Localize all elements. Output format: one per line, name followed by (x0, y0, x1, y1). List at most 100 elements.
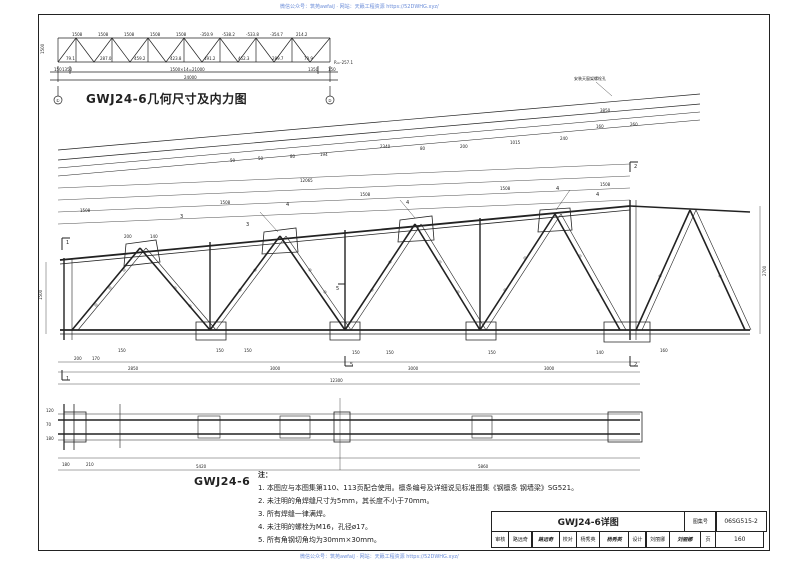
top-dim-4: 50 (230, 158, 236, 163)
section-mark-3a: 3 (180, 214, 183, 220)
upper-dim-1: 1508 (80, 208, 91, 213)
small-support-2: ② (328, 98, 332, 103)
upper-dim-3: 1508 (360, 192, 371, 197)
tb-label-review: 审核 (491, 531, 510, 549)
small-reaction: R=-257.1 (334, 60, 353, 65)
member-dim-1: 200 (124, 234, 132, 239)
small-top-force-3: 1508 (124, 32, 135, 37)
bottom-dim-total: 12300 (330, 378, 343, 383)
section-mark-3b: 3 (246, 222, 249, 228)
small-bottom-force-5: 491.2 (204, 56, 216, 61)
plan-dim-3: 5420 (196, 464, 207, 469)
watermark-bottom: 微信公众号：筑苑awfaiJ · 网站：天籁工程资源 https://52DWH… (300, 554, 459, 560)
bottom-chord-plan (58, 398, 643, 471)
top-dim-8: 80 (420, 146, 426, 151)
tb-designer: 刘丽娜 (645, 531, 670, 549)
small-top-force-5: 1508 (176, 32, 187, 37)
bottom-dim-6: 170 (92, 356, 100, 361)
note-2: 2. 未注明的角焊缝尺寸为5mm，其长度不小于70mm。 (258, 497, 434, 505)
top-dim-16: 240 (560, 136, 568, 141)
section-mark-5b: 5 (350, 362, 353, 368)
note-4: 4. 未注明的螺栓为M16，孔径ø17。 (258, 523, 373, 531)
small-top-force-6: -350.9 (200, 32, 213, 37)
member-dim-3: 150 (118, 348, 126, 353)
top-dim-9: 200 (460, 144, 468, 149)
tb-page-label: 页 (700, 531, 717, 549)
small-total-span: 24000 (184, 75, 197, 80)
main-truss-elevation (45, 81, 761, 385)
small-bottom-force-8: 79.9 (304, 56, 313, 61)
plan-dim-2: 210 (86, 462, 94, 467)
section-mark-1a: 1 (66, 240, 69, 246)
member-dim-4: 150 (216, 348, 224, 353)
small-top-force-7: -538.2 (222, 32, 235, 37)
small-bottom-force-2: 287.0 (100, 56, 112, 61)
small-dim-left-1: 150 (54, 67, 62, 72)
small-top-force-10: 214.2 (296, 32, 308, 37)
small-bottom-force-6: 452.3 (238, 56, 250, 61)
small-bottom-force-7: 289.7 (272, 56, 284, 61)
tb-reviewer: 路远奇 (508, 531, 533, 549)
title-block: GWJ24-6详图 图集号 06SG515-2 审核 路远奇 路远奇 校对 杨秀… (491, 511, 768, 549)
notes-block: 注： 1. 本图应与本图集第110、113页配合使用。檩条编号及详细说见标准图集… (258, 469, 578, 547)
small-bottom-force-1: 79.1 (66, 56, 75, 61)
member-dim-7: 150 (386, 350, 394, 355)
height-2700: 2700 (762, 265, 767, 276)
plan-dim-1: 180 (62, 462, 70, 467)
small-top-force-8: -533.8 (246, 32, 259, 37)
tb-page: 160 (715, 531, 765, 549)
main-view-title: GWJ24-6 (194, 475, 251, 488)
section-mark-4c: 4 (596, 192, 599, 198)
member-dim-8: 150 (488, 350, 496, 355)
section-mark-2b: 2 (634, 362, 637, 368)
atlas-no: 06SG515-2 (715, 511, 767, 533)
section-mark-4d: 4 (556, 186, 559, 192)
section-mark-5a: 5 (336, 286, 339, 292)
member-dim-2: 140 (150, 234, 158, 239)
section-mark-4a: 4 (286, 202, 289, 208)
member-dim-10: 160 (660, 348, 668, 353)
upper-dim-2: 1508 (220, 200, 231, 205)
watermark-top: 微信公众号：筑苑awfaiJ · 网站：天籁工程资源 https://52DWH… (280, 4, 439, 10)
tb-label-design: 设计 (628, 531, 647, 549)
small-support-1: ① (56, 98, 60, 103)
top-dim-14: 2340 (380, 144, 391, 149)
geometry-truss (50, 37, 338, 105)
small-span-formula: 1500×14=21000 (170, 67, 205, 72)
bottom-dim-3: 3000 (408, 366, 419, 371)
small-top-force-1: 1508 (72, 32, 83, 37)
drawing-name: GWJ24-6详图 (491, 511, 686, 533)
side-dim-3: 180 (46, 436, 54, 441)
small-top-force-2: 1508 (98, 32, 109, 37)
upper-dim-total: 12065 (300, 178, 313, 183)
section-mark-2a: 2 (634, 164, 637, 170)
top-dim-2: 160 (596, 124, 604, 129)
tb-sign-2: 杨秀英 (599, 531, 630, 549)
member-dim-6: 150 (352, 350, 360, 355)
member-dim-9: 140 (596, 350, 604, 355)
member-dim-5: 150 (244, 348, 252, 353)
top-dim-5: 50 (258, 156, 264, 161)
note-5: 5. 所有角钢切角均为30mm×30mm。 (258, 536, 381, 544)
top-dim-6: 80 (290, 154, 296, 159)
small-end-right: 1350 (308, 67, 319, 72)
plan-dim-4: 5860 (478, 464, 489, 469)
bottom-dim-4: 3000 (544, 366, 555, 371)
note-1: 1. 本图应与本图集第110、113页配合使用。檩条编号及详细说见标准图集《钢檩… (258, 484, 579, 492)
side-dim-1: 120 (46, 408, 54, 413)
section-mark-1b: 1 (66, 376, 69, 382)
small-end-left: 1350 (62, 67, 73, 72)
tb-checker: 杨秀英 (576, 531, 601, 549)
purlin-note: 安装天窗架螺栓孔 (574, 75, 606, 81)
side-dim-2: 70 (46, 422, 52, 427)
top-dim-3: 260 (630, 122, 638, 127)
tb-sign-1: 路远奇 (531, 531, 560, 549)
height-1500: 1500 (38, 289, 43, 300)
bottom-dim-5: 200 (74, 356, 82, 361)
geometry-title: GWJ24-6几何尺寸及内力图 (86, 92, 248, 106)
small-top-force-9: -354.7 (270, 32, 283, 37)
small-top-force-4: 1508 (150, 32, 161, 37)
upper-dim-5: 1508 (600, 182, 611, 187)
drawing-frame (38, 14, 770, 551)
